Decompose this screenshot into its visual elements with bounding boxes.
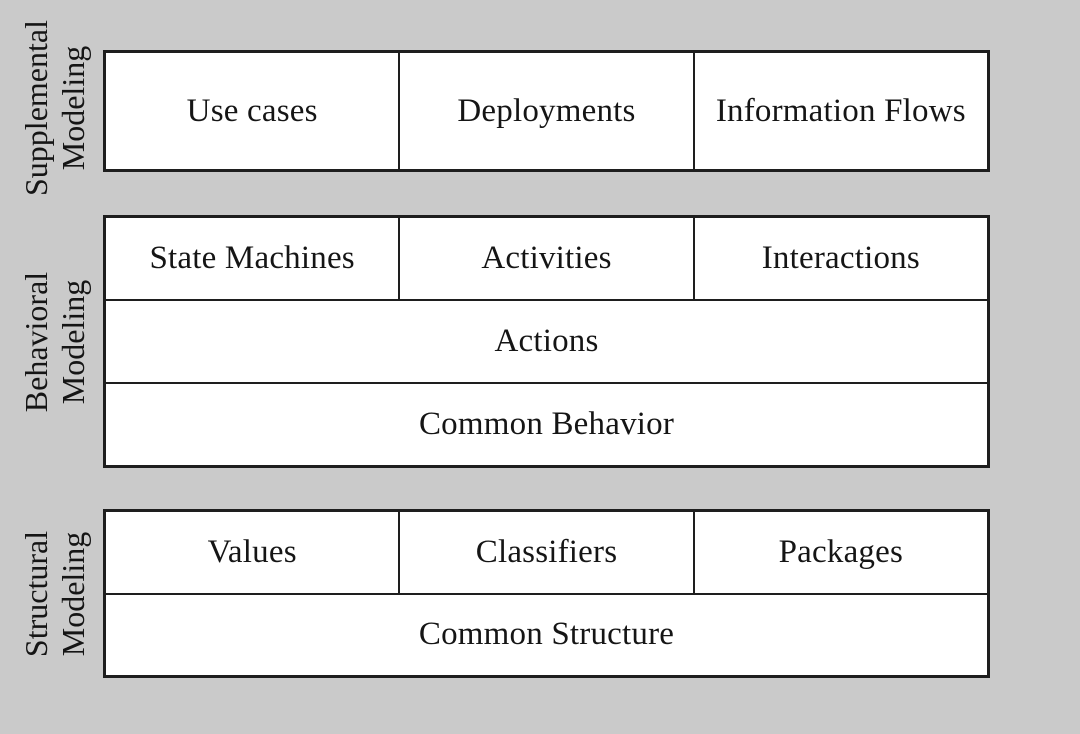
cell-values: Values [106,512,399,593]
diagram-row: Values Classifiers Packages [106,512,987,593]
cell-state-machines: State Machines [106,218,399,299]
cell-use-cases: Use cases [106,53,399,169]
cell-common-structure: Common Structure [106,594,987,675]
section-box-supplemental-modeling: Use cases Deployments Information Flows [103,50,990,172]
cell-interactions: Interactions [692,218,987,299]
diagram-row: Common Behavior [106,382,987,465]
cell-deployments: Deployments [398,53,693,169]
section-label-line-2: Modeling [55,45,91,171]
section-label-line-1: Structural [18,530,54,658]
cell-actions: Actions [106,301,987,382]
section-label-behavioral-modeling: Behavioral Modeling [16,212,94,472]
section-label-supplemental-modeling: Supplemental Modeling [16,0,94,238]
cell-information-flows: Information Flows [692,53,987,169]
section-label-structural-modeling: Structural Modeling [16,464,94,724]
section-box-behavioral-modeling: State Machines Activities Interactions A… [103,215,990,468]
cell-common-behavior: Common Behavior [106,384,987,465]
diagram-row: Use cases Deployments Information Flows [106,53,987,169]
section-label-line-1: Behavioral [18,271,54,413]
section-box-structural-modeling: Values Classifiers Packages Common Struc… [103,509,990,678]
diagram-row: Actions [106,299,987,382]
section-label-line-1: Supplemental [18,20,54,196]
cell-activities: Activities [398,218,693,299]
diagram-row: State Machines Activities Interactions [106,218,987,299]
cell-packages: Packages [692,512,987,593]
cell-classifiers: Classifiers [398,512,693,593]
section-label-line-2: Modeling [55,279,91,405]
diagram-row: Common Structure [106,592,987,675]
section-label-line-2: Modeling [55,531,91,657]
